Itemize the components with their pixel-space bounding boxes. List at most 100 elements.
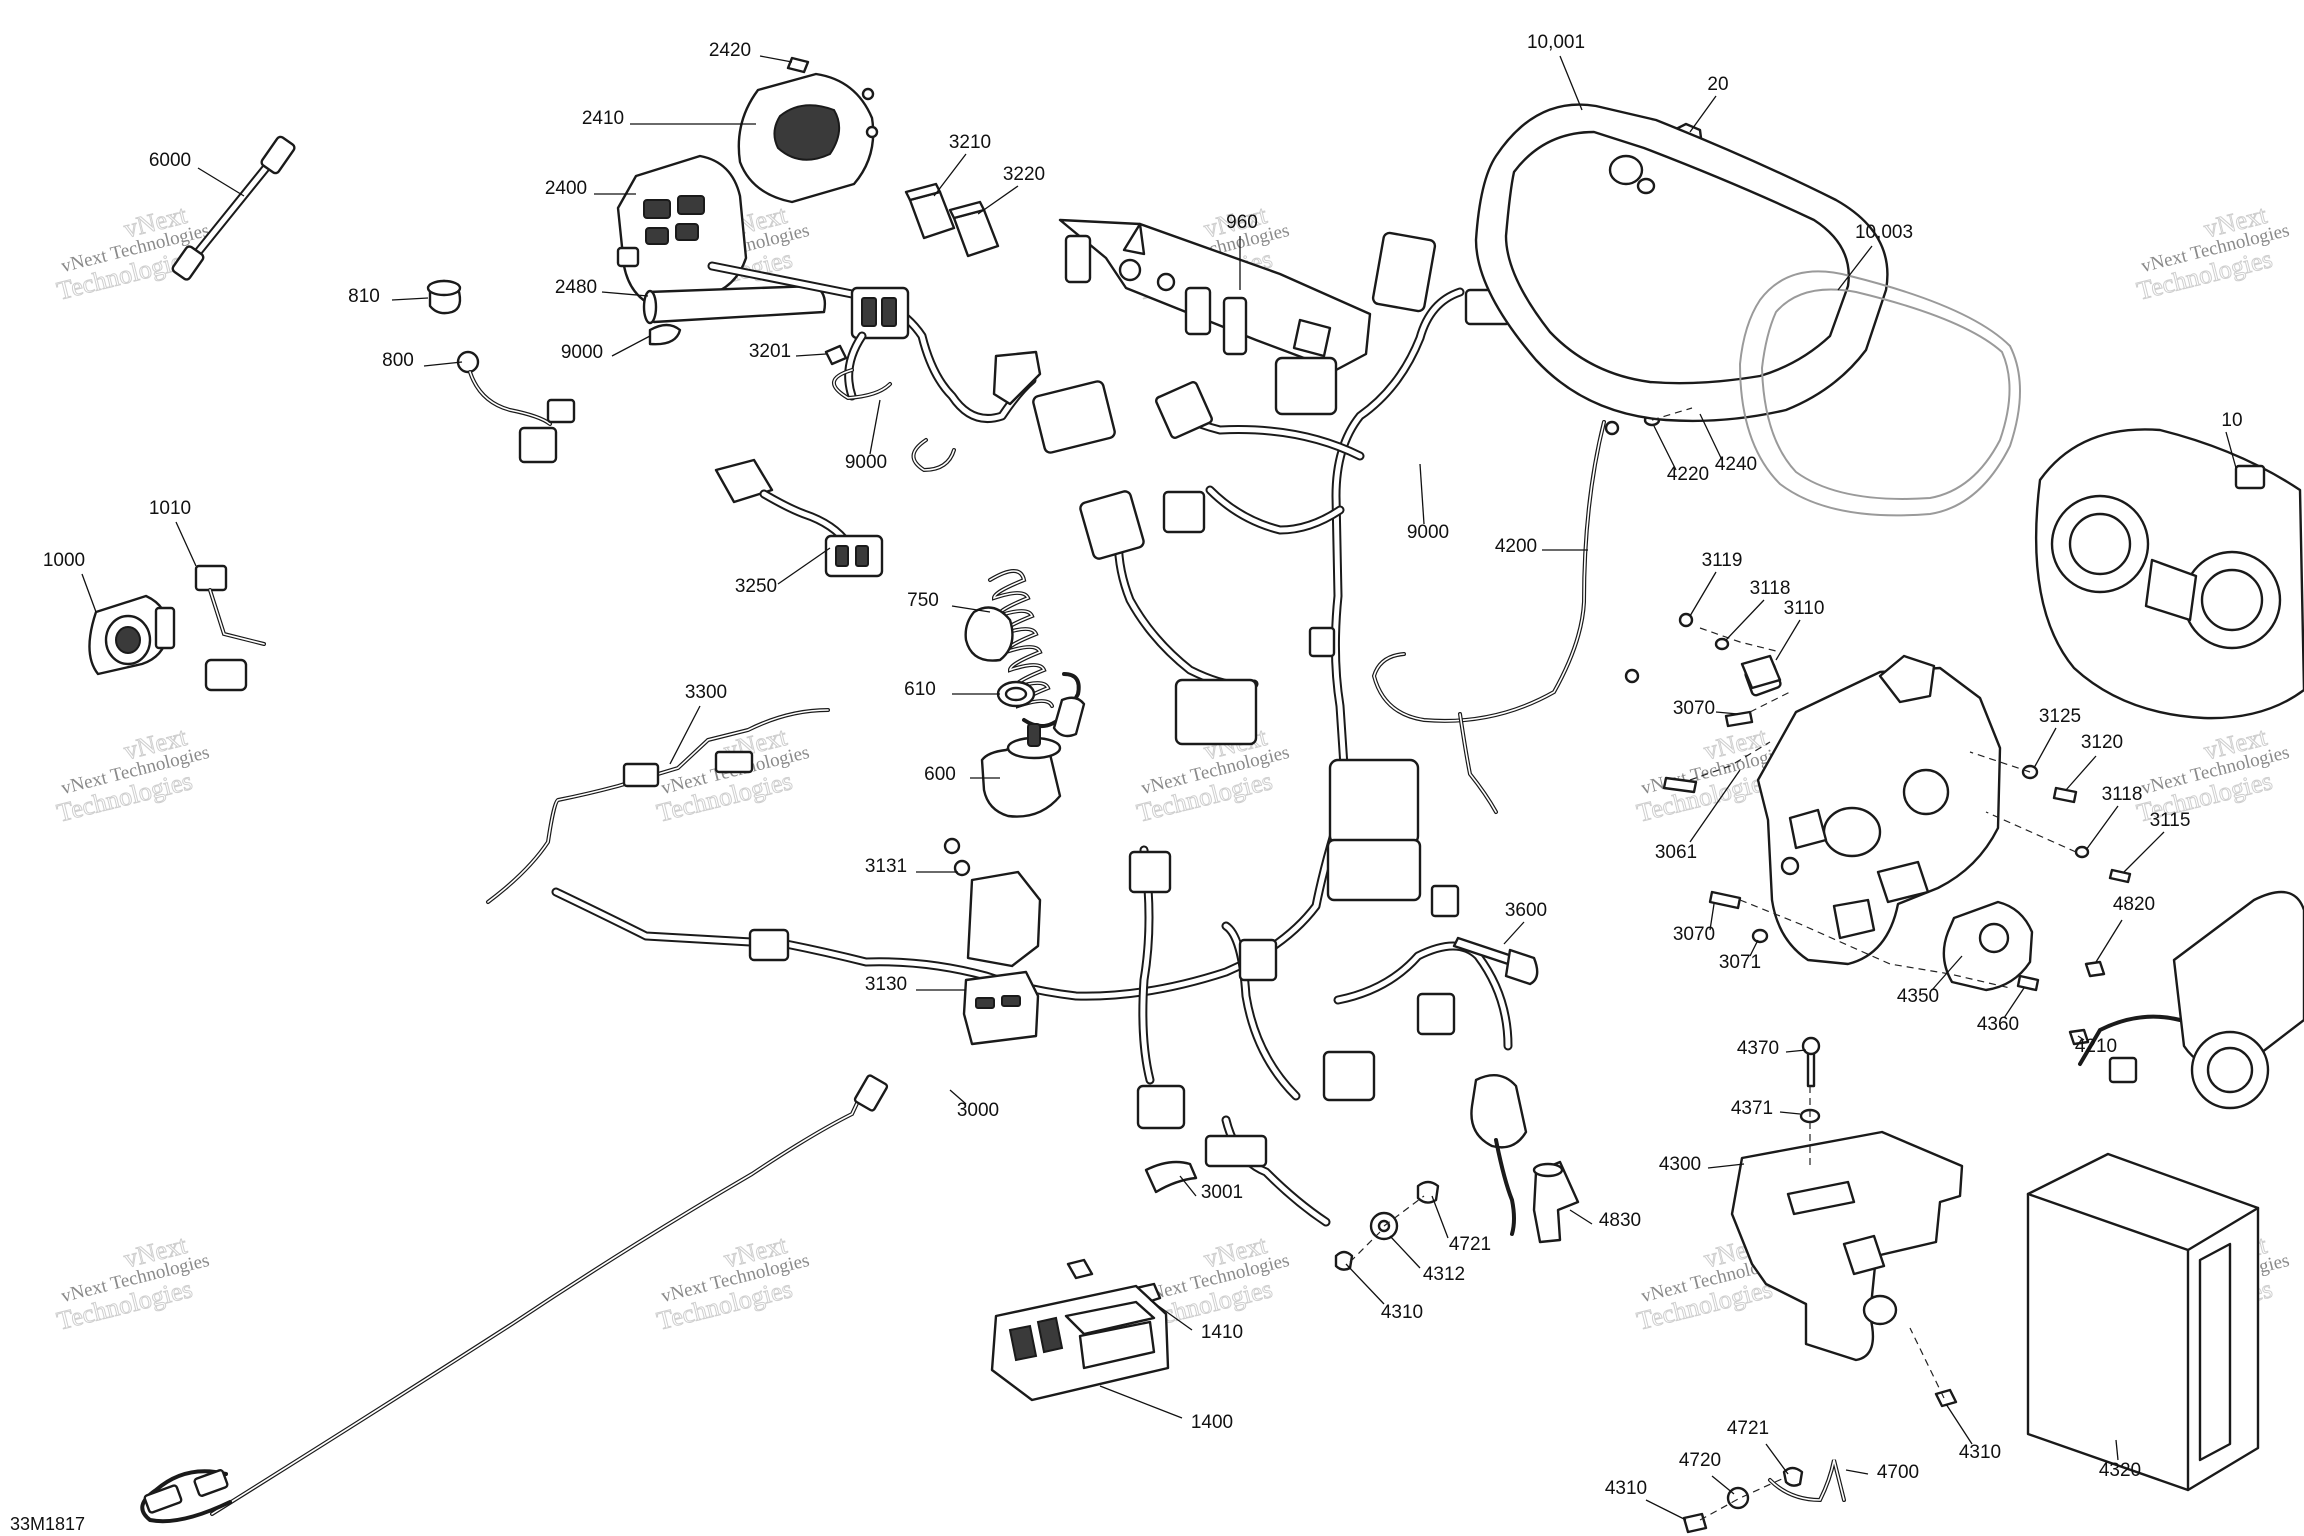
callout-label: 810 (348, 286, 380, 307)
part-4721-nut-b (1782, 1466, 1804, 1487)
part-4370-bolt (1801, 1036, 1821, 1088)
part-motor (2078, 890, 2304, 1110)
callout-leader-44 (1645, 1499, 1687, 1521)
callout-label: 20 (1707, 74, 1728, 95)
part-3600-probe (1452, 936, 1539, 986)
part-10001-bezel (1474, 103, 1889, 423)
callout-labels: 1020600610750800810960100010101400141024… (43, 32, 2243, 1499)
callout-leader-27 (2065, 755, 2097, 791)
callout-label: 10,001 (1527, 32, 1585, 53)
part-3070-bolt-a (1724, 710, 1754, 728)
callout-label: 2420 (709, 40, 751, 61)
callout-label: 3119 (1702, 550, 1743, 571)
callout-label: 4310 (1959, 1442, 2001, 1463)
part-3120-screw (2052, 786, 2078, 804)
callout-label: 610 (904, 679, 936, 700)
part-2400-switch (616, 154, 748, 308)
callout-leader-22 (1775, 619, 1801, 661)
callout-leader-32 (933, 153, 967, 197)
callout-label: 10,003 (1855, 222, 1913, 243)
callout-leader-15 (601, 291, 649, 297)
callout-leader-62 (1837, 245, 1873, 291)
callout-leader-34 (777, 547, 831, 585)
callout-label: 3220 (1003, 164, 1045, 185)
callout-leader-57 (197, 167, 245, 197)
callout-leader-5 (423, 361, 463, 367)
callout-label: 4360 (1977, 1014, 2019, 1035)
part-3110-sensor (1740, 654, 1782, 690)
part-3001-sleeve (1144, 1160, 1198, 1194)
callout-label: 3130 (865, 974, 907, 995)
callout-leader-28 (2033, 727, 2057, 769)
callout-label: 4721 (1449, 1234, 1491, 1255)
part-4820-nut (2084, 960, 2106, 978)
callout-label: 1000 (43, 550, 85, 571)
part-3250-switch (714, 458, 884, 578)
part-3000-main-harness (551, 231, 1528, 1236)
callout-label: 3000 (957, 1100, 999, 1121)
callout-leader-52 (1711, 1475, 1735, 1495)
callout-leader-18 (1689, 769, 1741, 843)
callout-leader-42 (1345, 1263, 1385, 1305)
part-3118-washer-a (1714, 637, 1730, 651)
callout-label: 4721 (1727, 1418, 1769, 1439)
callout-leader-19 (1715, 711, 1739, 715)
part-610-ring (996, 680, 1036, 708)
callout-leader-11 (1149, 1299, 1193, 1331)
part-3070-bolt-b (1708, 890, 1742, 910)
part-9000-clip-a (648, 323, 682, 346)
callout-leader-45 (1389, 1235, 1421, 1269)
callout-leader-47 (1931, 955, 1963, 991)
callout-leaders (81, 55, 2237, 1521)
part-10003-lens (1738, 270, 2021, 517)
callout-leader-40 (1699, 413, 1723, 461)
callout-leader-38 (2077, 1035, 2085, 1041)
callout-leader-20 (1709, 903, 1715, 931)
callout-leader-31 (795, 353, 827, 357)
part-4830-sleeve (1532, 1160, 1580, 1244)
part-3061-bolt (1662, 776, 1698, 794)
callout-label: 3001 (1201, 1182, 1243, 1203)
callout-label: 3201 (749, 341, 791, 362)
callout-label: 4310 (1605, 1478, 1647, 1499)
part-3071-washer (1751, 928, 1769, 944)
callout-label: 4320 (2099, 1460, 2141, 1481)
callout-label: 10 (2221, 410, 2242, 431)
callout-label: 9000 (561, 342, 603, 363)
callout-leader-4 (951, 605, 991, 613)
callout-label: 3070 (1673, 698, 1715, 719)
part-switch-harness (707, 261, 1116, 454)
part-10-gauge-cluster (2034, 428, 2304, 720)
parts-layer (88, 56, 2304, 1534)
callout-leader-23 (2123, 831, 2165, 873)
callout-leader-61 (1559, 55, 1583, 111)
callout-label: 2480 (555, 277, 597, 298)
callout-leader-46 (2115, 1439, 2119, 1461)
callout-label: 3071 (1719, 952, 1761, 973)
callout-leader-0 (2225, 431, 2237, 469)
callout-label: 4820 (2113, 894, 2155, 915)
callout-leader-16 (949, 1089, 967, 1105)
callout-leader-39 (1653, 425, 1677, 471)
callout-leader-48 (2003, 987, 2025, 1019)
callout-leader-50 (1779, 1111, 1801, 1115)
callout-label: 3118 (2102, 784, 2143, 805)
part-3300-wire (486, 708, 830, 904)
callout-label: 3070 (1673, 924, 1715, 945)
part-600-ignition (980, 723, 1062, 818)
part-1010-connector (194, 564, 266, 692)
callout-label: 3131 (865, 856, 907, 877)
callout-label: 3125 (2039, 706, 2081, 727)
callout-leader-1 (1689, 95, 1717, 133)
callout-label: 3115 (2150, 810, 2191, 831)
callout-label: 1410 (1201, 1322, 1243, 1343)
part-long-sensor-cable (140, 1074, 889, 1524)
part-4721-nut-a (1416, 1180, 1440, 1204)
part-800-sensor (456, 350, 576, 464)
callout-leader-59 (869, 399, 881, 455)
callout-leader-58 (611, 335, 651, 357)
callout-leader-36 (1503, 921, 1525, 945)
